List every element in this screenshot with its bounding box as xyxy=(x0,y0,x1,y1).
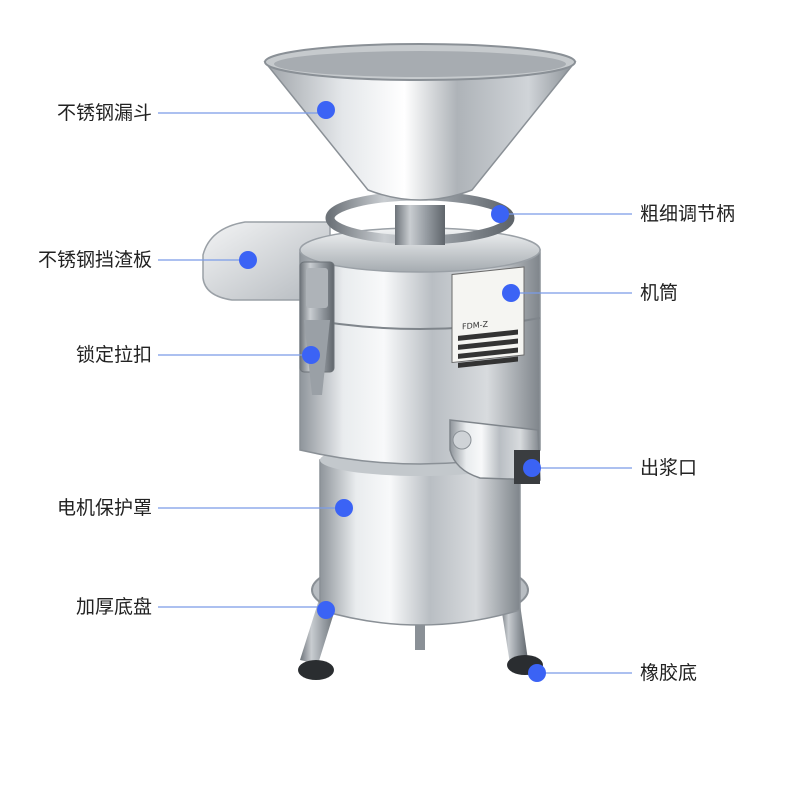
marker-dots xyxy=(239,101,546,682)
hopper-neck-shape xyxy=(395,205,445,245)
dot-motor-cover xyxy=(335,499,353,517)
label-adjust-handle: 粗细调节柄 xyxy=(640,203,736,225)
leader-lines xyxy=(158,112,632,674)
hopper-shape xyxy=(263,61,577,201)
dot-base-plate xyxy=(317,601,335,619)
label-rubber-feet: 橡胶底 xyxy=(640,662,698,684)
dot-barrel xyxy=(502,284,520,302)
lock-buckle-latch-shape xyxy=(306,268,328,308)
label-lock-buckle: 锁定拉扣 xyxy=(75,344,152,366)
dot-lock-buckle xyxy=(302,346,320,364)
label-hopper: 不锈钢漏斗 xyxy=(56,102,152,124)
label-outlet: 出浆口 xyxy=(640,457,698,479)
hopper-inner-shape xyxy=(274,51,566,77)
outlet-knob-shape xyxy=(452,430,472,450)
dot-adjust-handle xyxy=(491,205,509,223)
rubber-foot-left-shape xyxy=(298,660,334,680)
label-base-plate: 加厚底盘 xyxy=(75,596,152,618)
dot-rubber-feet xyxy=(528,664,546,682)
label-barrel: 机筒 xyxy=(640,282,679,304)
dot-hopper xyxy=(317,101,335,119)
dot-outlet xyxy=(523,459,541,477)
nameplate-lines xyxy=(458,329,518,368)
nameplate-model-text: FDM-Z xyxy=(462,320,489,332)
motor-cover-shape xyxy=(319,459,521,626)
label-motor-cover: 电机保护罩 xyxy=(56,497,152,519)
dot-slag-plate xyxy=(239,251,257,269)
label-slag-plate: 不锈钢挡渣板 xyxy=(37,249,152,271)
